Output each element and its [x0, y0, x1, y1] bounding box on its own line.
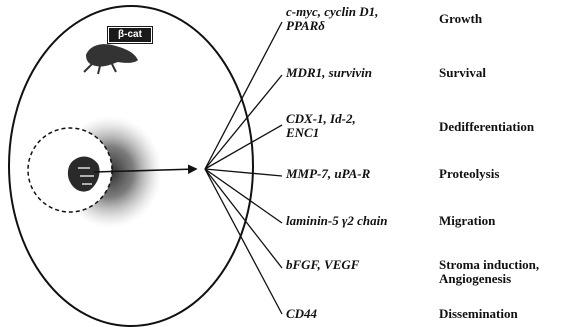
target-role: Migration — [439, 214, 495, 228]
target-role: Proteolysis — [439, 167, 499, 181]
beta-catenin-molecule-icon — [84, 44, 138, 74]
target-genes: bFGF, VEGF — [286, 258, 359, 272]
target-fan — [205, 22, 282, 314]
target-genes: MMP-7, uPA-R — [286, 167, 370, 181]
target-role: Growth — [439, 12, 482, 26]
target-line — [205, 169, 282, 314]
target-role: Dedifferentiation — [439, 120, 534, 134]
target-role: Stroma induction, Angiogenesis — [439, 258, 539, 286]
target-line — [205, 169, 282, 176]
target-line — [205, 169, 282, 223]
target-genes: MDR1, survivin — [286, 66, 372, 80]
beta-catenin-badge: β-cat — [108, 27, 152, 43]
target-genes: CDX-1, Id-2, ENC1 — [286, 112, 356, 140]
target-role: Survival — [439, 66, 486, 80]
target-genes: CD44 — [286, 307, 317, 321]
target-role: Dissemination — [439, 307, 518, 321]
target-genes: c-myc, cyclin D1, PPARδ — [286, 5, 378, 33]
target-genes: laminin-5 γ2 chain — [286, 214, 388, 228]
target-line — [205, 169, 282, 268]
target-line — [205, 75, 282, 169]
